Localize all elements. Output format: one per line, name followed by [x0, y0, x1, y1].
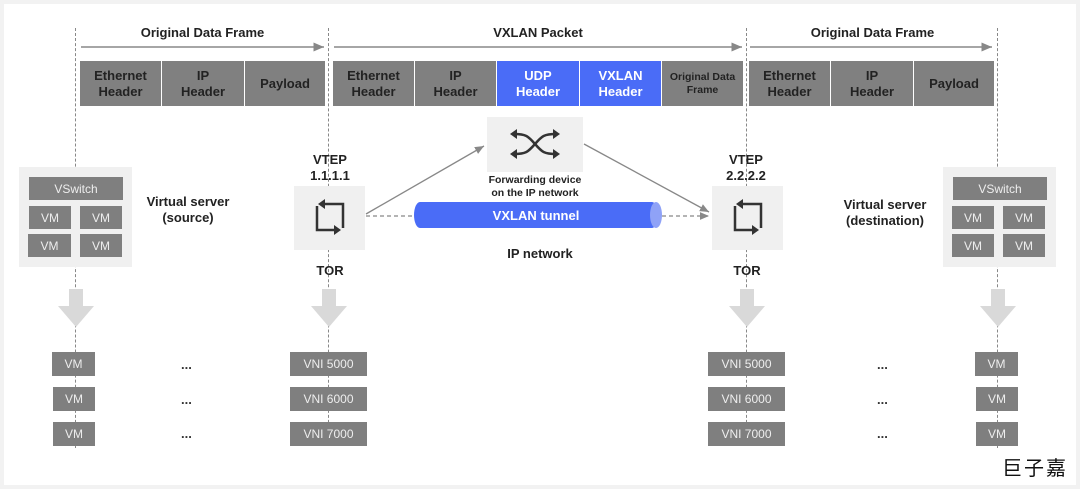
vxlan-packet-title: VXLAN Packet: [493, 25, 583, 40]
dest-vm: VM: [1003, 234, 1045, 257]
ellipsis: ...: [877, 426, 888, 441]
cell-label: VXLAN Header: [598, 67, 643, 99]
cell-label: IP Header: [180, 67, 226, 99]
left-vm-item: VM: [53, 422, 95, 446]
right-vm-item: VM: [976, 422, 1018, 446]
cell-label: Payload: [260, 75, 310, 91]
right-ethernet-header: Ethernet Header: [749, 61, 830, 106]
dest-vm: VM: [952, 234, 994, 257]
right-vni-item: VNI 5000: [708, 352, 785, 376]
source-vm: VM: [29, 206, 71, 229]
forwarding-device-icon: [510, 129, 560, 159]
dest-server-label: Virtual server (destination): [843, 197, 927, 228]
dest-vm: VM: [1003, 206, 1045, 229]
ellipsis: ...: [181, 357, 192, 372]
vxlan-ip-header: IP Header: [415, 61, 496, 106]
cell-label: IP Header: [433, 67, 478, 99]
link-vtep-left-to-forwarder: [365, 145, 485, 215]
right-vm-item: VM: [975, 352, 1018, 376]
vtep-right-role: TOR: [733, 263, 761, 278]
vtep-left-title: VTEP 1.1.1.1: [310, 152, 350, 183]
source-vm: VM: [80, 234, 122, 257]
vxlan-tunnel: VXLAN tunnel: [414, 202, 658, 228]
source-server-label: Virtual server (source): [146, 194, 230, 225]
left-frame-title: Original Data Frame: [140, 25, 265, 40]
forwarding-device-label: Forwarding device on the IP network: [488, 174, 582, 199]
vxlan-udp-header: UDP Header: [497, 61, 579, 106]
left-payload: Payload: [245, 61, 325, 106]
tor-switch-icon: [315, 199, 345, 235]
tor-switch-icon: [733, 199, 763, 235]
cell-label: IP Header: [849, 67, 895, 99]
right-ip-header: IP Header: [831, 61, 913, 106]
left-vm-item: VM: [52, 352, 95, 376]
left-vni-item: VNI 7000: [290, 422, 367, 446]
left-ethernet-header: Ethernet Header: [80, 61, 161, 106]
right-vm-item: VM: [976, 387, 1018, 411]
left-vni-item: VNI 5000: [290, 352, 367, 376]
right-payload: Payload: [914, 61, 994, 106]
ellipsis: ...: [877, 392, 888, 407]
vxlan-ethernet-header: Ethernet Header: [333, 61, 414, 106]
ellipsis: ...: [181, 426, 192, 441]
cell-label: Payload: [929, 75, 979, 91]
cell-label: Ethernet Header: [347, 67, 400, 99]
vtep-right-title: VTEP 2.2.2.2: [726, 152, 766, 183]
right-vni-item: VNI 7000: [708, 422, 785, 446]
left-vni-item: VNI 6000: [290, 387, 367, 411]
down-arrow-icon: [311, 289, 347, 327]
right-frame-title: Original Data Frame: [810, 25, 935, 40]
down-arrow-icon: [58, 289, 94, 327]
vxlan-vxlan-header: VXLAN Header: [580, 61, 661, 106]
cell-label: Original Data Frame: [669, 70, 736, 96]
vxlan-original-data-frame: Original Data Frame: [662, 61, 743, 106]
cell-label: Ethernet Header: [763, 67, 816, 99]
source-vswitch: VSwitch: [29, 177, 123, 200]
dest-vm: VM: [952, 206, 994, 229]
watermark: 巨子嘉: [1002, 456, 1068, 480]
left-vm-item: VM: [53, 387, 95, 411]
ip-network-label: IP network: [507, 246, 573, 261]
cell-label: UDP Header: [515, 67, 561, 99]
source-vm: VM: [28, 234, 71, 257]
left-ip-header: IP Header: [162, 61, 244, 106]
vtep-left-role: TOR: [316, 263, 344, 278]
cell-label: Ethernet Header: [94, 67, 147, 99]
frame-arrows: [81, 42, 992, 52]
vtep-left-box: [294, 186, 365, 250]
vtep-right-box: [712, 186, 783, 250]
ellipsis: ...: [877, 357, 888, 372]
ellipsis: ...: [181, 392, 192, 407]
vxlan-tunnel-end-cap: [650, 202, 662, 228]
down-arrow-icon: [980, 289, 1016, 327]
dest-vswitch: VSwitch: [953, 177, 1047, 200]
source-vm: VM: [80, 206, 122, 229]
down-arrow-icon: [729, 289, 765, 327]
right-vni-item: VNI 6000: [708, 387, 785, 411]
link-forwarder-to-vtep-right: [583, 143, 710, 213]
